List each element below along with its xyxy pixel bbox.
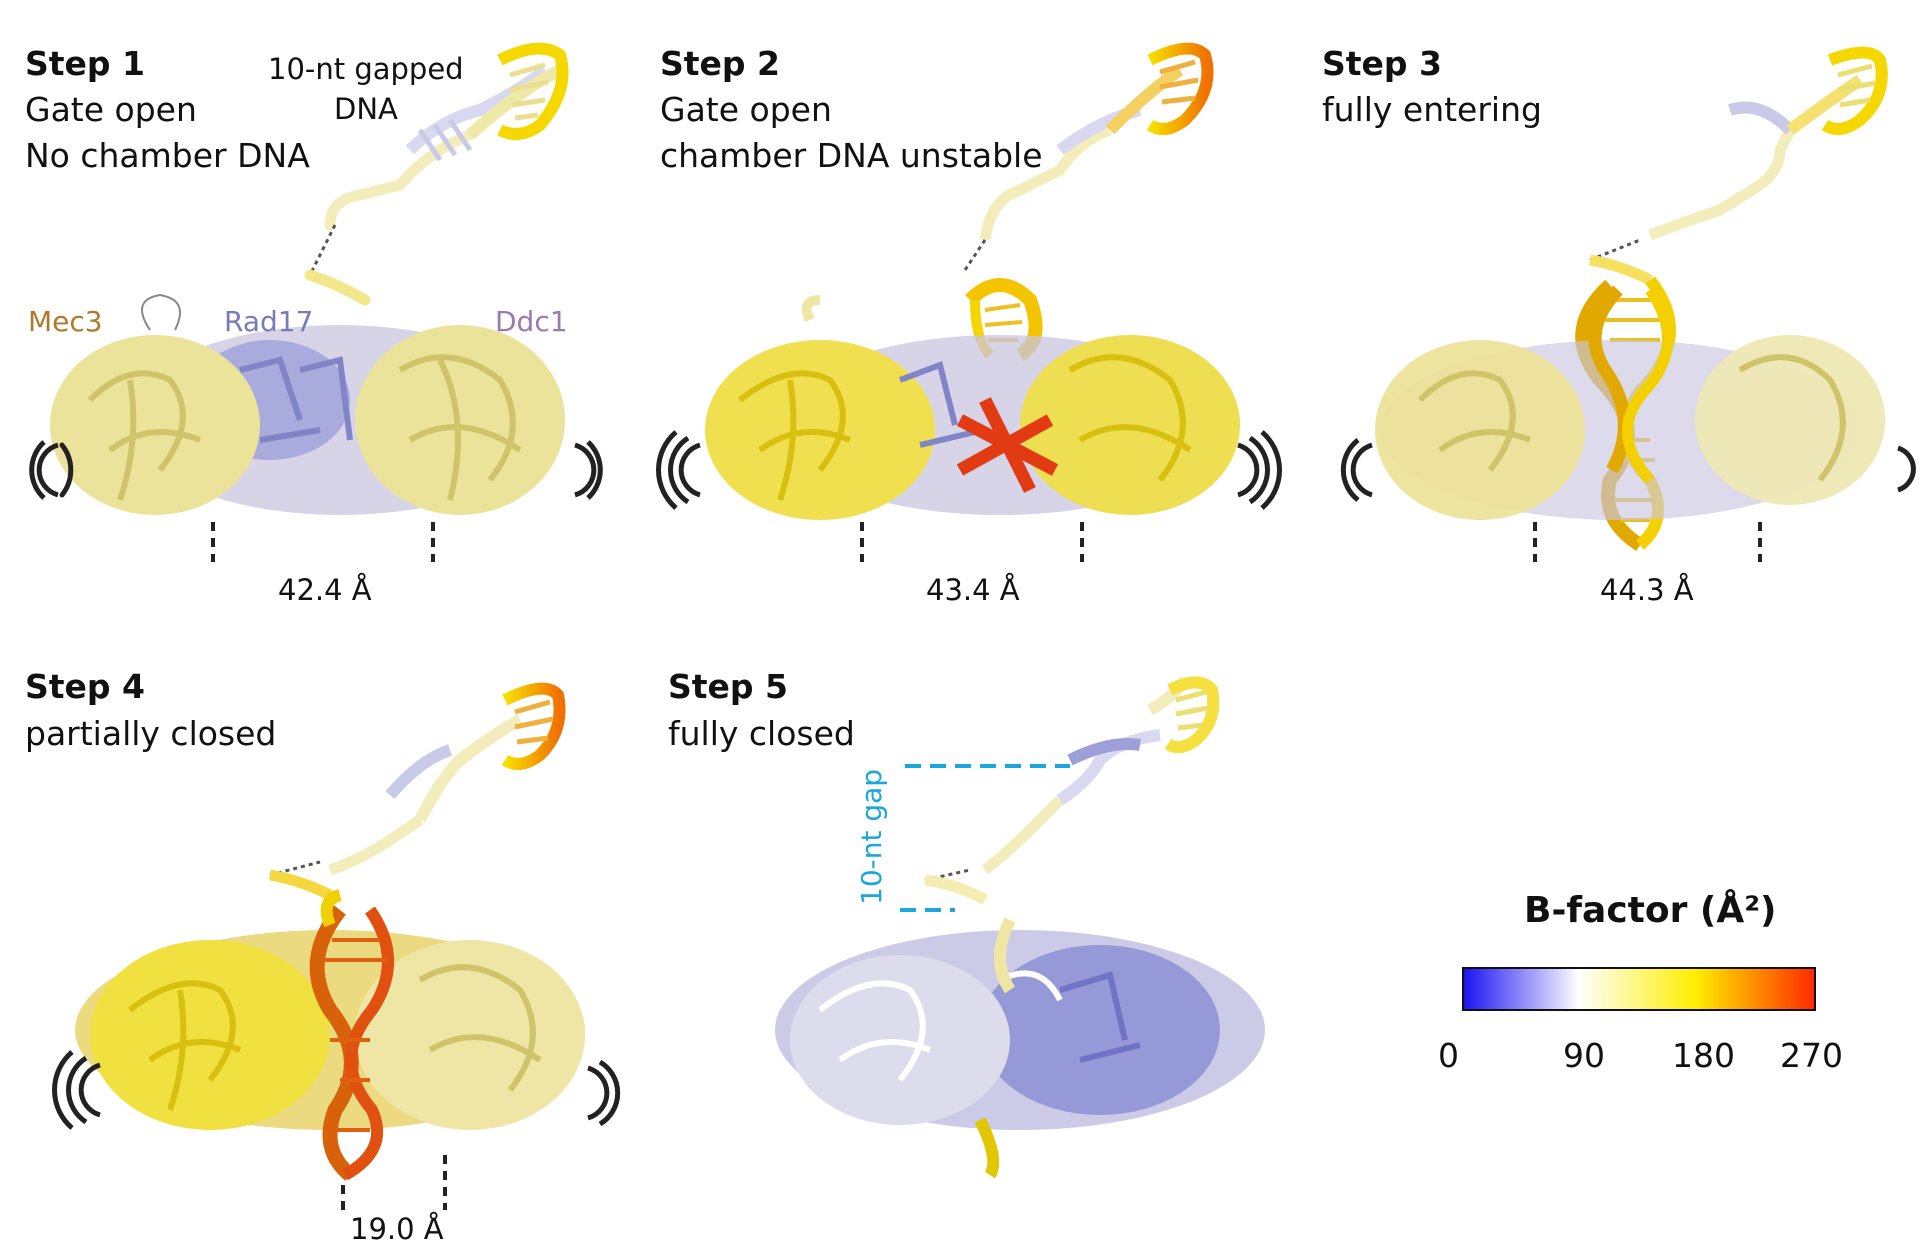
legend-tick-270: 270 [1780, 1036, 1843, 1075]
step-4-desc-line1: partially closed [25, 714, 277, 753]
opening-motion-left-icon [52, 1050, 101, 1130]
gapped-dna-structure [924, 676, 1220, 905]
bfactor-colorbar [1462, 967, 1816, 1011]
panel-step-4 [52, 682, 621, 1210]
gapped-dna-structure [269, 682, 566, 900]
opening-motion-left-icon [656, 430, 701, 510]
clamp-structure [75, 889, 585, 1181]
panel-step-2 [656, 42, 1282, 562]
opening-motion-right-icon [1237, 430, 1282, 510]
distance-marker [211, 522, 435, 562]
step-3-distance: 44.3 Å [1600, 573, 1694, 607]
dna-label-line1: 10-nt gapped [268, 52, 464, 86]
clamp-structure [775, 917, 1265, 1179]
distance-marker [341, 1155, 447, 1210]
legend-tick-0: 0 [1438, 1036, 1459, 1075]
chamber-dna [956, 397, 1059, 493]
panel-step-5 [775, 676, 1265, 1179]
legend-tick-180: 180 [1672, 1036, 1735, 1075]
opening-motion-left-icon [59, 442, 74, 498]
legend-title: B-factor (Å²) [1524, 890, 1777, 931]
gapped-dna-structure [963, 42, 1214, 361]
step-4-distance: 19.0 Å [350, 1212, 444, 1246]
step-2-title: Step 2 [660, 44, 780, 83]
panel-step-3 [1340, 46, 1916, 562]
clamp-structure [50, 289, 565, 515]
opening-motion-right-icon [1897, 445, 1916, 493]
gap-label: 10-nt gap [855, 768, 888, 905]
step-3-title: Step 3 [1322, 44, 1442, 83]
dna-label-line2: DNA [334, 92, 398, 126]
opening-motion-right-icon [574, 440, 603, 500]
rad17-label: Rad17 [224, 305, 314, 338]
gap-indicator [900, 764, 1070, 912]
step-1-desc-line2: No chamber DNA [25, 136, 310, 175]
step-1-distance: 42.4 Å [278, 573, 372, 607]
clamp-structure [705, 295, 1240, 520]
step-2-desc-line2: chamber DNA unstable [660, 136, 1043, 175]
step-4-title: Step 4 [25, 667, 145, 706]
opening-motion-left-icon [1340, 438, 1373, 502]
opening-motion-right-icon [587, 1059, 621, 1127]
distance-marker [1533, 522, 1762, 562]
step-5-desc-line1: fully closed [668, 714, 855, 753]
distance-marker [860, 522, 1084, 562]
mec3-label: Mec3 [28, 305, 103, 338]
legend-tick-90: 90 [1563, 1036, 1605, 1075]
step-3-desc-line1: fully entering [1322, 90, 1542, 129]
step-5-title: Step 5 [668, 667, 788, 706]
opening-motion-left-icon-arc [36, 442, 59, 498]
gapped-dna-structure [304, 42, 569, 306]
ddc1-label: Ddc1 [495, 305, 568, 338]
panel-step-1 [29, 42, 603, 562]
step-1-title: Step 1 [25, 44, 145, 83]
clamp-structure [1375, 285, 1885, 520]
step-2-distance: 43.4 Å [926, 573, 1020, 607]
step-1-desc-line1: Gate open [25, 90, 197, 129]
step-2-desc-line1: Gate open [660, 90, 832, 129]
